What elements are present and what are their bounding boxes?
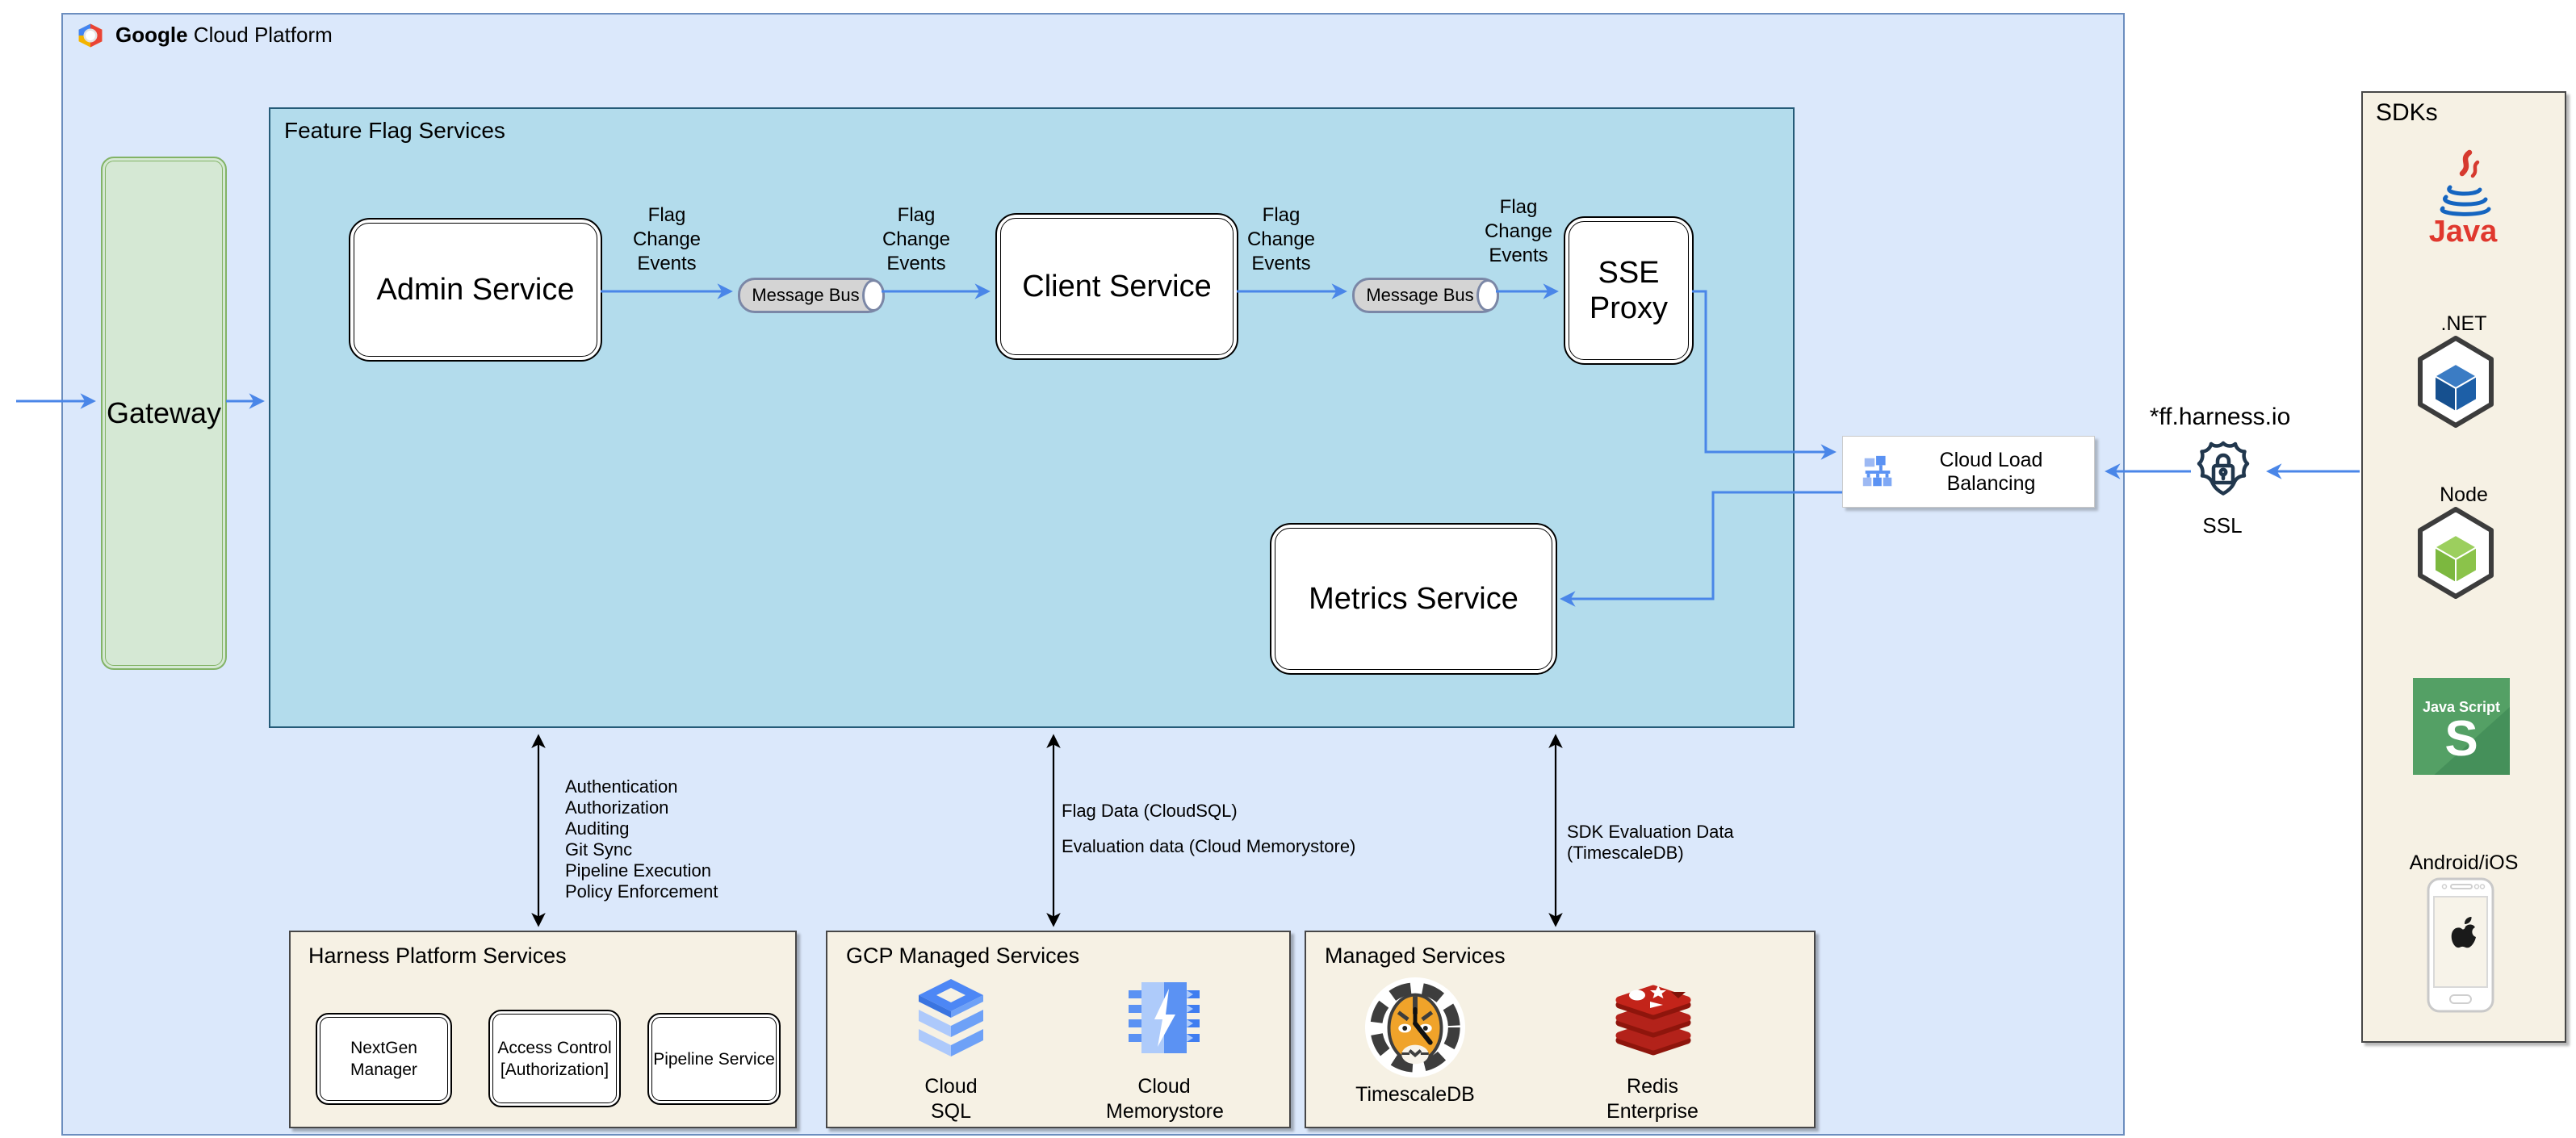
flag-change-events-label-2: Flag Change Events: [882, 204, 951, 274]
redis-enterprise-label: Redis Enterprise: [1606, 1075, 1698, 1123]
harness-platform-services-title: Harness Platform Services: [308, 943, 567, 968]
gcp-header: Google Cloud Platform: [77, 23, 333, 48]
timescaledb-label: TimescaleDB: [1355, 1083, 1475, 1106]
mobile-sdk-label: Android/iOS: [2409, 851, 2519, 874]
evaluation-data-annotation: Evaluation data (Cloud Memorystore): [1062, 836, 1356, 856]
flag-change-events-label-3: Flag Change Events: [1246, 204, 1316, 274]
javascript-sdk-title: Java Script: [2422, 699, 2501, 715]
ssl-shield-icon: [2197, 441, 2250, 496]
harness-platform-services-box: Harness Platform Services NextGen Manage…: [289, 931, 797, 1128]
sdks-panel: SDKs Java .NET Node Java Scrip: [2361, 91, 2566, 1043]
metrics-service-label: Metrics Service: [1309, 582, 1518, 616]
harness-domain-label: *ff.harness.io: [2149, 404, 2291, 430]
feature-flag-services-title: Feature Flag Services: [284, 118, 505, 143]
metrics-service-node: Metrics Service: [1270, 523, 1557, 675]
dotnet-sdk-label: .NET: [2440, 312, 2487, 335]
javascript-sdk-icon: Java Script S: [2413, 678, 2510, 775]
sse-proxy-line2: Proxy: [1589, 291, 1669, 325]
gcp-logo-icon: [78, 23, 103, 47]
managed-services-box: Managed Services TimescaleDB: [1305, 931, 1816, 1128]
mobile-phone-icon: [2427, 877, 2494, 1013]
sse-proxy-line1: SSE: [1598, 256, 1660, 290]
node-sdk-label: Node: [2440, 483, 2488, 506]
apple-logo-icon: [2451, 917, 2476, 948]
java-sdk-icon: Java: [2429, 149, 2498, 248]
sdks-title: SDKs: [2376, 99, 2438, 126]
gcp-brand: Google: [115, 23, 188, 47]
gcp-header-title: Google Cloud Platform: [115, 23, 333, 48]
flag-change-events-label-4: Flag Change Events: [1484, 196, 1553, 266]
node-sdk-icon: [2418, 507, 2494, 599]
admin-service-node: Admin Service: [349, 218, 602, 362]
pipeline-service-node: Pipeline Service: [647, 1013, 781, 1105]
gcp-product: Cloud Platform: [193, 23, 333, 47]
platform-capabilities-list: Authentication Authorization Auditing Gi…: [565, 776, 718, 902]
sdk-evaluation-data-annotation: SDK Evaluation Data (TimescaleDB): [1567, 822, 1734, 863]
client-service-label: Client Service: [1022, 270, 1212, 303]
timescaledb-icon: [1364, 977, 1466, 1078]
flag-change-events-label-1: Flag Change Events: [632, 204, 702, 274]
admin-service-label: Admin Service: [376, 273, 575, 307]
dotnet-sdk-icon: [2418, 336, 2494, 428]
gateway-label: Gateway: [106, 396, 222, 429]
cloud-memorystore-icon: [1129, 982, 1200, 1053]
message-bus-1-label: Message Bus: [752, 285, 860, 305]
access-control-node: Access Control [Authorization]: [488, 1010, 621, 1107]
managed-services-title: Managed Services: [1325, 943, 1506, 968]
cloud-sql-label: Cloud SQL: [924, 1075, 978, 1123]
gateway-node: Gateway: [101, 157, 227, 670]
cloud-sql-icon: [919, 979, 983, 1056]
message-bus-2-label: Message Bus: [1366, 285, 1474, 305]
message-bus-1: Message Bus: [738, 278, 885, 313]
flag-data-annotation: Flag Data (CloudSQL): [1062, 801, 1238, 821]
nextgen-manager-node: NextGen Manager: [316, 1013, 452, 1105]
cloud-load-balancing-node: Cloud Load Balancing: [1842, 436, 2095, 508]
gcp-managed-services-box: GCP Managed Services Cloud SQL: [826, 931, 1291, 1128]
gcp-managed-services-title: GCP Managed Services: [846, 943, 1080, 968]
redis-icon: [1615, 985, 1691, 1056]
client-service-node: Client Service: [995, 213, 1238, 360]
load-balancer-icon: [1862, 455, 1892, 486]
java-sdk-label: Java: [2429, 215, 2498, 248]
javascript-sdk-letter: S: [2444, 711, 2478, 767]
message-bus-2: Message Bus: [1352, 278, 1499, 313]
sse-proxy-label: SSE Proxy: [1590, 255, 1668, 326]
cloud-load-balancing-label: Cloud Load Balancing: [1939, 448, 2043, 495]
cloud-memorystore-label: Cloud Memorystore: [1106, 1075, 1224, 1123]
sse-proxy-node: SSE Proxy: [1564, 216, 1694, 365]
ssl-label: SSL: [2202, 513, 2243, 538]
